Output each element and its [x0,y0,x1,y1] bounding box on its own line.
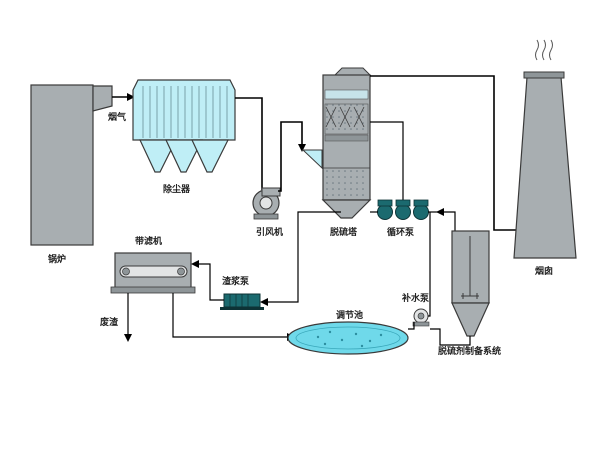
circulation-pump-1 [377,199,393,220]
circulation-pump-3 [413,199,429,220]
pipe-absorber-to-chimney [370,75,525,234]
reagent-preparation-tank [451,230,490,337]
absorber-tower [301,67,372,219]
circulation-pump-2 [395,199,411,220]
belt-filter [110,252,196,294]
dust-collector-label: 除尘器 [163,183,191,195]
reagent-system-label: 脱硫剂制备系统 [438,345,501,357]
pipe-makeup-pump-to-absorber [428,212,431,317]
induced-fan-label: 引风机 [256,226,283,238]
pipe-reagent-to-absorber [436,208,456,232]
slurry-pump-label: 渣浆泵 [222,275,250,287]
regulating-pool [287,321,409,355]
flue-gas-label: 烟气 [108,111,126,123]
pipe-tank-to-pool [430,328,471,346]
pipe-pool-to-makeup-pump [408,322,415,330]
absorber-label: 脱硫塔 [330,226,358,238]
pipe-slurry-pump-to-filter [191,260,224,301]
regulating-pool-label: 调节池 [336,309,363,321]
makeup-pump [412,308,430,327]
pipe-absorber-to-slurry-pump [260,211,341,306]
makeup-pump-label: 补水泵 [401,292,430,304]
chimney [513,39,577,259]
circulation-pumps [370,199,438,220]
filter-label: 带滤机 [135,235,162,247]
pipe-filter-to-pool [172,293,295,341]
waste-residue-label: 废渣 [100,316,119,328]
circulation-pump-label: 循环泵 [387,226,415,238]
chimney-label: 烟囱 [535,265,553,277]
pipe-collector-to-fan [235,97,263,190]
pipe-fan-to-absorber [278,121,306,192]
boiler [30,84,113,246]
induced-fan [252,187,281,220]
agitator-icon [461,236,479,299]
pipe-circulation-return [370,121,404,208]
smoke-wisps-icon [535,39,553,61]
boiler-label: 锅炉 [47,253,66,265]
slurry-pump [220,293,264,310]
dust-collector [132,79,236,173]
